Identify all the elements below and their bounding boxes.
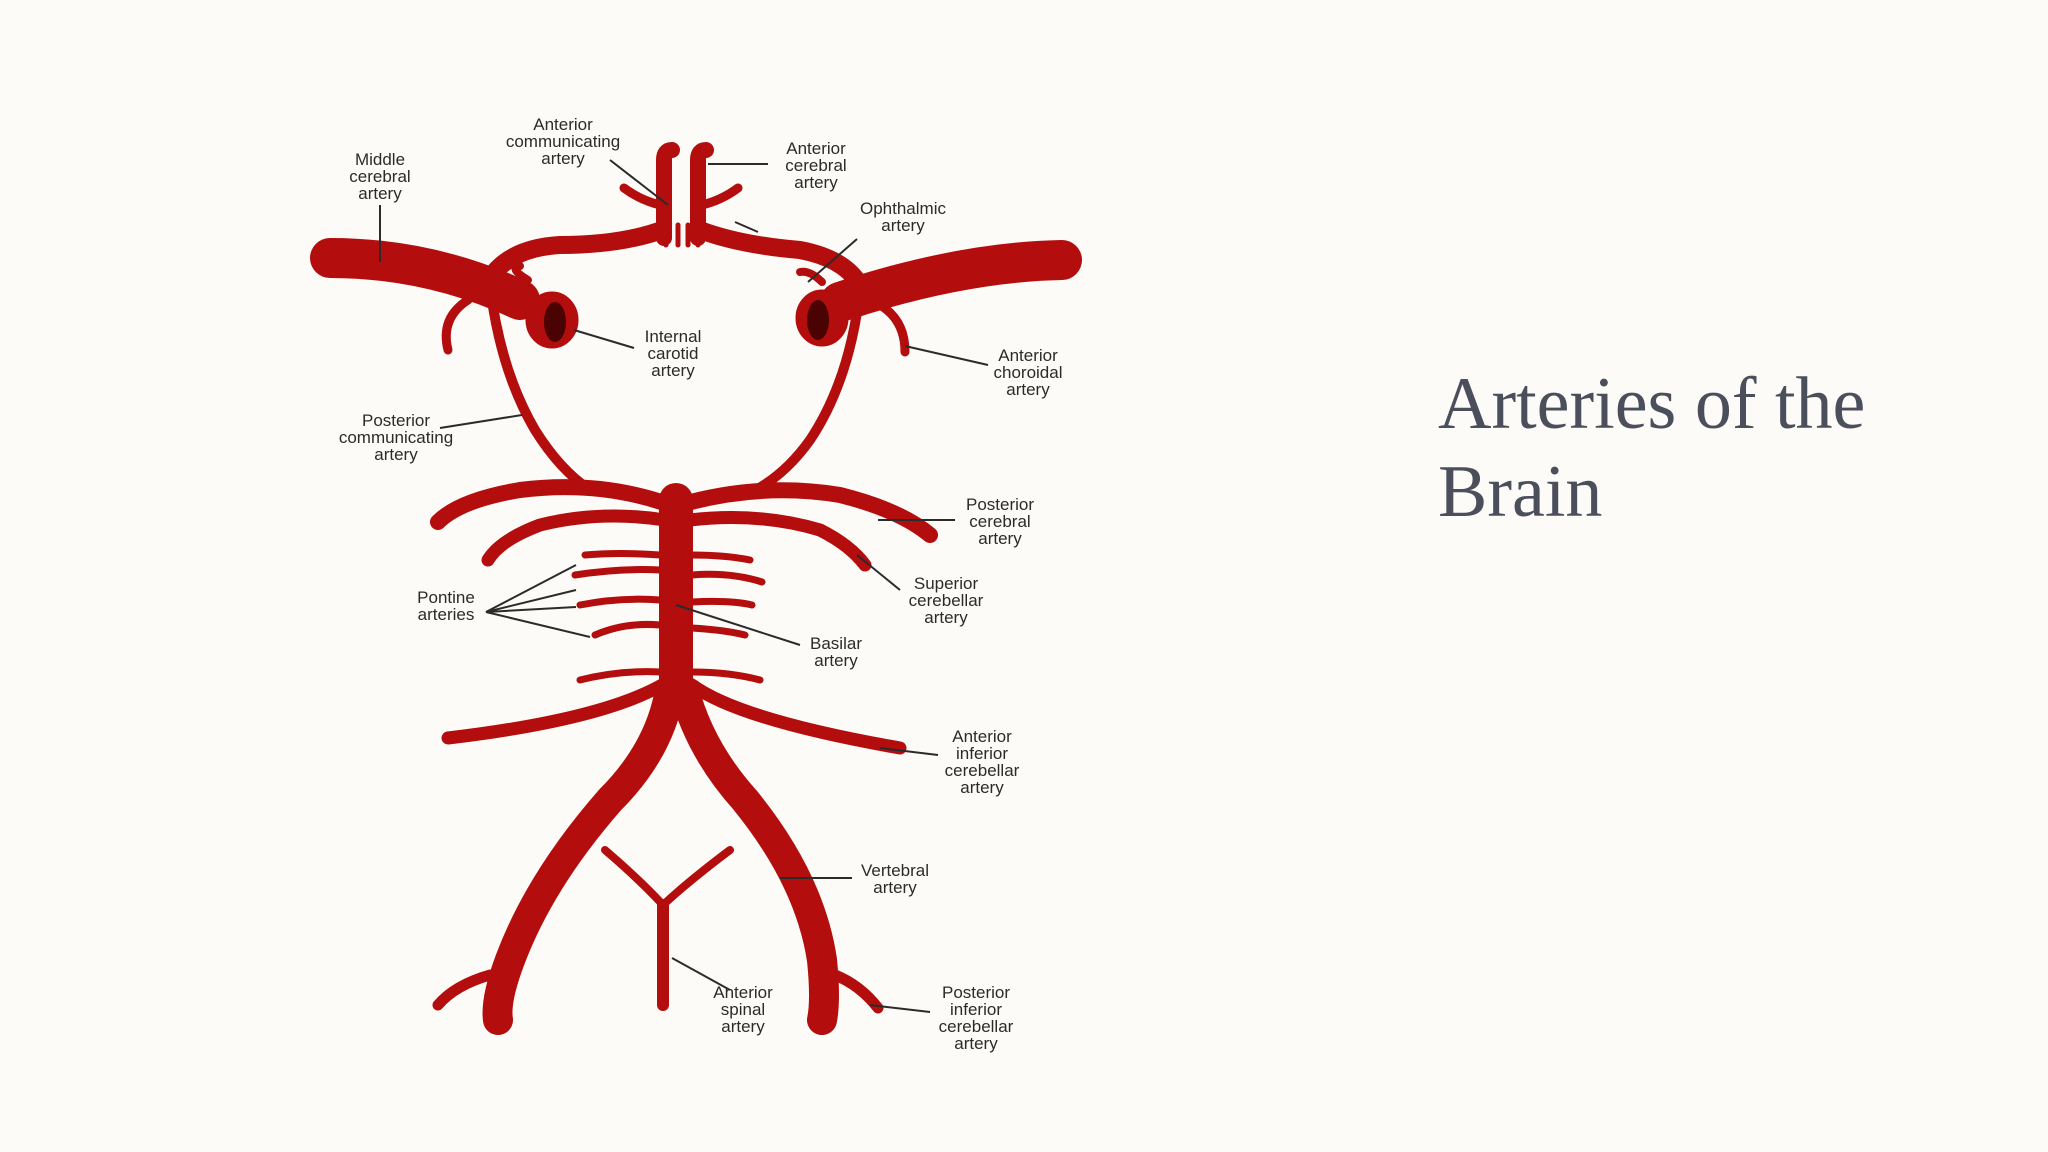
label-line: Posterior — [966, 495, 1034, 514]
label-line: cerebral — [785, 156, 846, 175]
label-line: Anterior — [786, 139, 846, 158]
label-line: Middle — [355, 150, 405, 169]
vertebral-arteries — [432, 675, 884, 1035]
label-vertebral: Vertebral artery — [861, 861, 929, 897]
label-posterior-inferior-cerebellar: Posterior inferior cerebellar artery — [939, 983, 1014, 1053]
label-line: communicating — [506, 132, 620, 151]
label-line: artery — [873, 878, 917, 897]
left-carotid-lumen — [544, 302, 566, 342]
posterior-communicating-arteries — [485, 280, 865, 497]
anterior-spinal-artery — [601, 846, 734, 1011]
label-line: artery — [954, 1034, 998, 1053]
label-line: inferior — [950, 1000, 1002, 1019]
label-line: Posterior — [362, 411, 430, 430]
label-line: artery — [541, 149, 585, 168]
label-line: Superior — [914, 574, 979, 593]
label-line: artery — [374, 445, 418, 464]
label-line: cerebral — [969, 512, 1030, 531]
label-line: Anterior — [713, 983, 773, 1002]
leader-lines — [379, 159, 989, 1013]
label-line: inferior — [956, 744, 1008, 763]
label-line: artery — [651, 361, 695, 380]
internal-carotid-arteries — [525, 289, 849, 349]
label-anterior-cerebral: Anterior cerebral artery — [785, 139, 846, 192]
label-line: Internal — [645, 327, 702, 346]
label-line: artery — [924, 608, 968, 627]
anterior-cerebral-arteries — [619, 142, 743, 248]
label-middle-cerebral: Middle cerebral artery — [349, 150, 410, 203]
label-line: Pontine — [417, 588, 475, 607]
label-line: Anterior — [952, 727, 1012, 746]
label-anterior-spinal: Anterior spinal artery — [713, 983, 773, 1036]
pontine-arteries — [571, 550, 766, 684]
label-line: Anterior — [998, 346, 1058, 365]
label-line: artery — [960, 778, 1004, 797]
label-line: artery — [881, 216, 925, 235]
label-line: spinal — [721, 1000, 765, 1019]
label-line: cerebellar — [945, 761, 1020, 780]
label-line: artery — [794, 173, 838, 192]
label-pontine: Pontine arteries — [417, 588, 475, 624]
label-superior-cerebellar: Superior cerebellar artery — [909, 574, 984, 627]
label-line: artery — [358, 184, 402, 203]
label-line: communicating — [339, 428, 453, 447]
label-line: choroidal — [994, 363, 1063, 382]
label-posterior-communicating: Posterior communicating artery — [339, 411, 453, 464]
label-internal-carotid: Internal carotid artery — [645, 327, 702, 380]
label-line: cerebellar — [909, 591, 984, 610]
label-basilar: Basilar artery — [810, 634, 862, 670]
right-carotid-lumen — [807, 300, 829, 340]
label-line: Vertebral — [861, 861, 929, 880]
label-line: Ophthalmic — [860, 199, 946, 218]
label-anterior-communicating: Anterior communicating artery — [506, 115, 620, 168]
label-line: cerebellar — [939, 1017, 1014, 1036]
label-line: artery — [721, 1017, 765, 1036]
superior-cerebellar-arteries — [481, 509, 872, 572]
label-line: cerebral — [349, 167, 410, 186]
label-anterior-choroidal: Anterior choroidal artery — [994, 346, 1063, 399]
label-line: Anterior — [533, 115, 593, 134]
slide-title: Arteries of the Brain — [1438, 363, 1866, 533]
label-anterior-inferior-cerebellar: Anterior inferior cerebellar artery — [945, 727, 1020, 797]
label-line: Basilar — [810, 634, 862, 653]
label-line: artery — [1006, 380, 1050, 399]
label-line: artery — [814, 651, 858, 670]
label-posterior-cerebral: Posterior cerebral artery — [966, 495, 1034, 548]
label-ophthalmic: Ophthalmic artery — [860, 199, 946, 235]
anterior-inferior-cerebellar-arteries — [441, 678, 907, 755]
middle-cerebral-arteries — [310, 238, 1082, 357]
label-line: artery — [978, 529, 1022, 548]
label-line: Posterior — [942, 983, 1010, 1002]
anterior-ring — [481, 221, 867, 291]
label-line: arteries — [418, 605, 475, 624]
label-line: carotid — [647, 344, 698, 363]
